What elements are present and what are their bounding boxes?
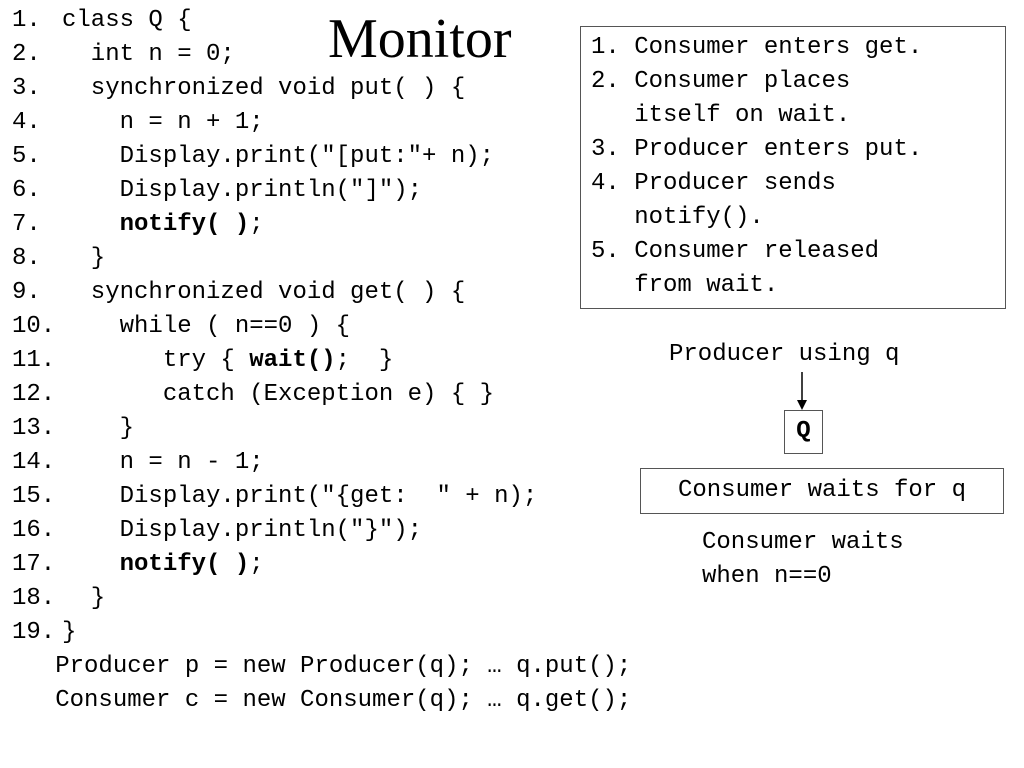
code-text <box>62 551 120 578</box>
line-number: 7. <box>12 211 41 238</box>
notify-call: notify( ) <box>119 551 250 578</box>
code-text: n = n + 1; <box>62 109 264 136</box>
code-line: 13. } <box>12 412 631 446</box>
line-number: 12. <box>12 381 56 408</box>
code-line: 9. synchronized void get( ) { <box>12 276 631 310</box>
step-line: 5. Consumer released <box>591 238 880 265</box>
usage-line-producer: Producer p = new Producer(q); … q.put(); <box>12 653 632 680</box>
code-text: synchronized void put( ) { <box>62 75 466 102</box>
code-line: 1. class Q { <box>12 4 631 38</box>
code-text: Display.println("]"); <box>62 177 423 204</box>
code-text: class Q { <box>62 7 192 34</box>
code-text: while ( n==0 ) { <box>62 313 351 340</box>
consumer-note-line-2: when n==0 <box>702 563 832 590</box>
code-text: } <box>62 585 106 612</box>
line-number: 11. <box>12 347 56 374</box>
code-line: 19.} <box>12 616 631 650</box>
line-number: 1. <box>12 7 41 34</box>
steps-box: 1. Consumer enters get. 2. Consumer plac… <box>580 26 1006 309</box>
line-number: 15. <box>12 483 56 510</box>
line-number: 4. <box>12 109 41 136</box>
producer-label: Producer using q <box>669 341 900 368</box>
q-object-box: Q <box>784 410 823 454</box>
step-line: 4. Producer sends <box>591 170 836 197</box>
code-line: 5. Display.print("[put:"+ n); <box>12 140 631 174</box>
consumer-waits-box: Consumer waits for q <box>640 468 1004 514</box>
code-text: Display.print("{get: " + n); <box>62 483 538 510</box>
line-number: 18. <box>12 585 56 612</box>
line-number: 10. <box>12 313 56 340</box>
code-line: 17. notify( ); <box>12 548 631 582</box>
code-text: int n = 0; <box>62 41 235 68</box>
usage-line-consumer: Consumer c = new Consumer(q); … q.get(); <box>12 687 632 714</box>
line-number: 8. <box>12 245 41 272</box>
code-text: try { <box>62 347 250 374</box>
notify-call: notify( ) <box>119 211 250 238</box>
consumer-note-line-1: Consumer waits <box>702 529 904 556</box>
line-number: 16. <box>12 517 56 544</box>
down-arrow-icon <box>797 372 807 410</box>
code-line: 18. } <box>12 582 631 616</box>
code-line: 6. Display.println("]"); <box>12 174 631 208</box>
code-line: 16. Display.println("}"); <box>12 514 631 548</box>
code-text: ; <box>249 551 264 578</box>
code-line: 12. catch (Exception e) { } <box>12 378 631 412</box>
line-number: 19. <box>12 619 56 646</box>
line-number: 9. <box>12 279 41 306</box>
code-listing: 1. class Q { 2. int n = 0; 3. synchronize… <box>12 4 631 718</box>
slide-title: Monitor <box>328 8 512 70</box>
code-text <box>62 211 120 238</box>
line-number: 6. <box>12 177 41 204</box>
code-text: } <box>62 619 77 646</box>
step-line: notify(). <box>591 204 764 231</box>
code-text: catch (Exception e) { } <box>62 381 495 408</box>
step-line: from wait. <box>591 272 779 299</box>
line-number: 14. <box>12 449 56 476</box>
code-line: 8. } <box>12 242 631 276</box>
step-line: itself on wait. <box>591 102 851 129</box>
code-text: Display.print("[put:"+ n); <box>62 143 495 170</box>
wait-call: wait() <box>249 347 336 374</box>
code-text: synchronized void get( ) { <box>62 279 466 306</box>
code-text: } <box>62 415 135 442</box>
line-number: 2. <box>12 41 41 68</box>
line-number: 17. <box>12 551 56 578</box>
code-text: n = n - 1; <box>62 449 264 476</box>
code-line: 10. while ( n==0 ) { <box>12 310 631 344</box>
line-number: 13. <box>12 415 56 442</box>
line-number: 5. <box>12 143 41 170</box>
code-line: 7. notify( ); <box>12 208 631 242</box>
step-line: 3. Producer enters put. <box>591 136 923 163</box>
code-text: Display.println("}"); <box>62 517 423 544</box>
step-line: 1. Consumer enters get. <box>591 34 923 61</box>
code-text: ; <box>249 211 264 238</box>
code-line: 14. n = n - 1; <box>12 446 631 480</box>
code-text: } <box>62 245 106 272</box>
line-number: 3. <box>12 75 41 102</box>
code-line: 15. Display.print("{get: " + n); <box>12 480 631 514</box>
code-line: 4. n = n + 1; <box>12 106 631 140</box>
code-line: 11. try { wait(); } <box>12 344 631 378</box>
code-line: 3. synchronized void put( ) { <box>12 72 631 106</box>
code-text: ; } <box>335 347 394 374</box>
code-line: 2. int n = 0; <box>12 38 631 72</box>
step-line: 2. Consumer places <box>591 68 851 95</box>
